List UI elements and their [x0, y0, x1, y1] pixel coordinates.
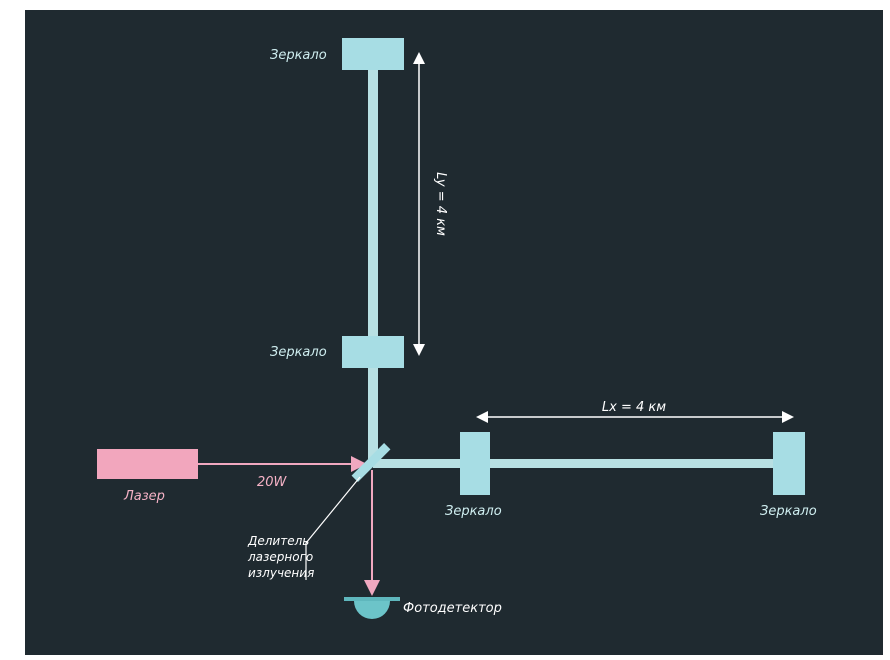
beam-splitter — [351, 443, 391, 482]
mirror-middle-label: Зеркало — [270, 345, 327, 360]
laser-source — [97, 449, 198, 479]
splitter-label-line-3: излучения — [248, 566, 314, 580]
splitter-label-line-1: Делитель — [247, 534, 309, 548]
power-label: 20W — [257, 475, 288, 490]
mirror-x-far — [773, 432, 805, 495]
photodetector-icon — [354, 601, 390, 619]
splitter-leader-line — [305, 476, 361, 580]
splitter-label-line-2: лазерного — [247, 550, 313, 564]
mirror-top — [342, 38, 404, 70]
photodetector-base — [344, 597, 400, 601]
photodetector-label: Фотодетектор — [403, 601, 502, 616]
lx-label: Lx = 4 км — [602, 400, 666, 415]
mirror-x-near-label: Зеркало — [445, 504, 502, 519]
ly-label: Ly = 4 км — [433, 172, 448, 236]
x-arm-beam — [373, 459, 781, 468]
diagram-background — [25, 10, 883, 655]
mirror-x-far-label: Зеркало — [760, 504, 817, 519]
mirror-x-near — [460, 432, 490, 495]
mirror-top-label: Зеркало — [270, 48, 327, 63]
y-arm-beam — [368, 70, 378, 462]
laser-label: Лазер — [123, 489, 165, 504]
mirror-middle — [342, 336, 404, 368]
